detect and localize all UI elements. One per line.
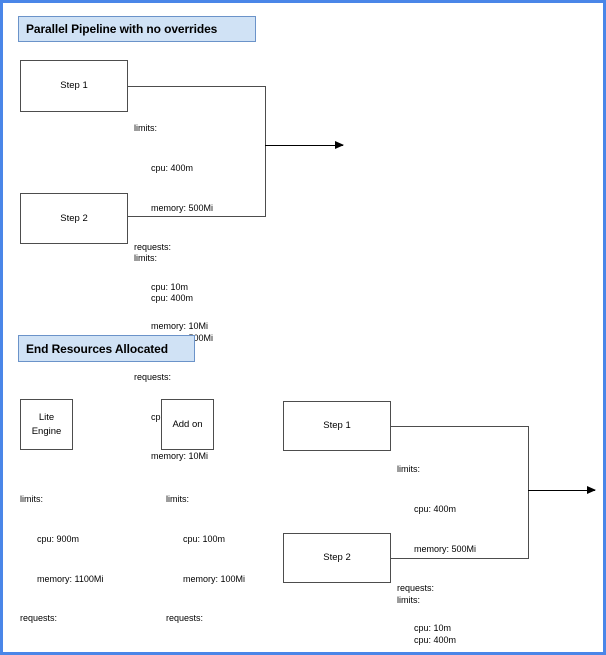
output-arrow-head-bottom: [587, 486, 596, 494]
spec-limits-memory: memory: 500Mi: [414, 543, 477, 554]
connector-junction-top: [265, 86, 266, 217]
section-banner-parallel-pipeline: Parallel Pipeline with no overrides: [18, 16, 256, 42]
node-label: Add on: [172, 418, 203, 430]
spec-limits-cpu: cpu: 400m: [151, 293, 194, 304]
spec-limits-cpu: cpu: 400m: [151, 163, 194, 174]
spec-limits-memory: memory: 500Mi: [151, 202, 214, 213]
spec-requests-label: requests:: [134, 242, 172, 253]
spec-requests-cpu: cpu: 10m: [414, 622, 452, 633]
spec-block-step-1-top: limits: cpu: 400m memory: 500Mi requests…: [134, 96, 213, 360]
spec-limits-label: limits:: [20, 494, 43, 505]
spec-limits-cpu: cpu: 900m: [37, 534, 80, 545]
spec-limits-label: limits:: [397, 464, 420, 475]
node-step-2-top[interactable]: Step 2: [20, 193, 128, 244]
section-banner-label: Parallel Pipeline with no overrides: [26, 22, 218, 36]
spec-block-lite-engine: limits: cpu: 900m memory: 1100Mi request…: [20, 467, 104, 652]
node-label: Step 2: [323, 552, 351, 563]
spec-requests-label: requests:: [20, 613, 58, 624]
output-arrow-line-top: [265, 145, 343, 146]
spec-requests-memory: memory: 10Mi: [151, 451, 209, 462]
spec-limits-label: limits:: [134, 123, 157, 134]
connector-step-1-bottom: [391, 426, 528, 427]
connector-junction-bottom: [528, 426, 529, 559]
node-label: Step 1: [60, 80, 88, 91]
spec-limits-memory: memory: 1100Mi: [37, 573, 104, 584]
node-label: Step 1: [323, 420, 351, 431]
node-add-on[interactable]: Add on: [161, 399, 214, 450]
spec-limits-cpu: cpu: 400m: [414, 635, 457, 646]
spec-limits-label: limits:: [134, 253, 157, 264]
spec-limits-label: limits:: [397, 595, 420, 606]
node-label: Lite Engine: [31, 411, 62, 437]
spec-limits-cpu: cpu: 400m: [414, 504, 457, 515]
node-label: Step 2: [60, 212, 88, 224]
spec-limits-label: limits:: [166, 494, 189, 505]
node-step-2-bottom[interactable]: Step 2: [283, 533, 391, 583]
spec-requests-cpu: cpu: 10m: [151, 281, 189, 292]
connector-step-1-top: [128, 86, 265, 87]
spec-requests-memory: memory: 10Mi: [151, 321, 209, 332]
connector-step-2-bottom: [391, 558, 528, 559]
node-lite-engine[interactable]: Lite Engine: [20, 399, 73, 450]
node-step-1-top[interactable]: Step 1: [20, 60, 128, 112]
spec-requests-label: requests:: [397, 583, 435, 594]
output-arrow-head-top: [335, 141, 344, 149]
spec-requests-label: requests:: [134, 372, 172, 383]
spec-block-step-2-bottom: limits: cpu: 400m memory: 500Mi requests…: [397, 568, 476, 652]
section-banner-label: End Resources Allocated: [26, 341, 168, 356]
connector-step-2-top: [128, 216, 265, 217]
node-step-1-bottom[interactable]: Step 1: [283, 401, 391, 451]
spec-limits-cpu: cpu: 100m: [183, 534, 226, 545]
output-arrow-line-bottom: [528, 490, 595, 491]
spec-limits-memory: memory: 100Mi: [183, 573, 246, 584]
spec-block-add-on: limits: cpu: 100m memory: 100Mi requests…: [166, 467, 246, 652]
spec-requests-label: requests:: [166, 613, 204, 624]
section-banner-end-resources: End Resources Allocated: [18, 335, 195, 362]
spec-block-step-1-bottom: limits: cpu: 400m memory: 500Mi requests…: [397, 437, 477, 652]
